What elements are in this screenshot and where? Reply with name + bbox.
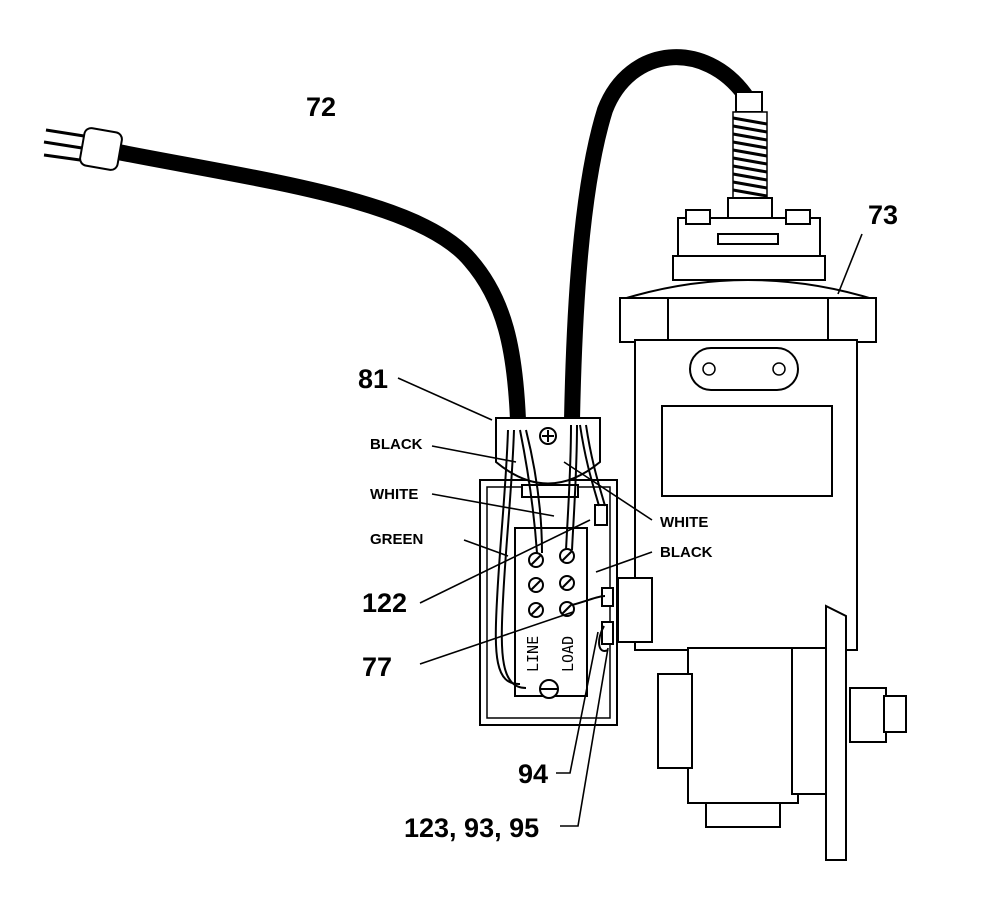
motor-cable: [564, 49, 773, 428]
cable-clamp: [495, 417, 601, 485]
callout-94: 94: [518, 759, 548, 789]
strain-relief-spring: [732, 111, 768, 199]
callout-72: 72: [306, 92, 336, 122]
wires: [494, 424, 609, 689]
callout-123-93-95: 123, 93, 95: [404, 813, 539, 843]
leader-lines: [397, 233, 863, 827]
wire-label-black-left: BLACK: [370, 436, 423, 453]
wire-label-white-right: WHITE: [660, 514, 708, 531]
pump-unit: [617, 209, 907, 861]
callout-81: 81: [358, 364, 388, 394]
wire-label-green-left: GREEN: [370, 531, 423, 548]
wire-label-white-left: WHITE: [370, 486, 418, 503]
load-terminal-label: LOAD: [559, 636, 577, 672]
wire-label-black-right: BLACK: [660, 544, 713, 561]
line-terminal-label: LINE: [524, 636, 542, 672]
callout-122: 122: [362, 588, 407, 618]
power-cord: [43, 127, 526, 428]
receptacle-box: [479, 479, 618, 726]
callout-77: 77: [362, 652, 392, 682]
callout-73: 73: [868, 200, 898, 230]
